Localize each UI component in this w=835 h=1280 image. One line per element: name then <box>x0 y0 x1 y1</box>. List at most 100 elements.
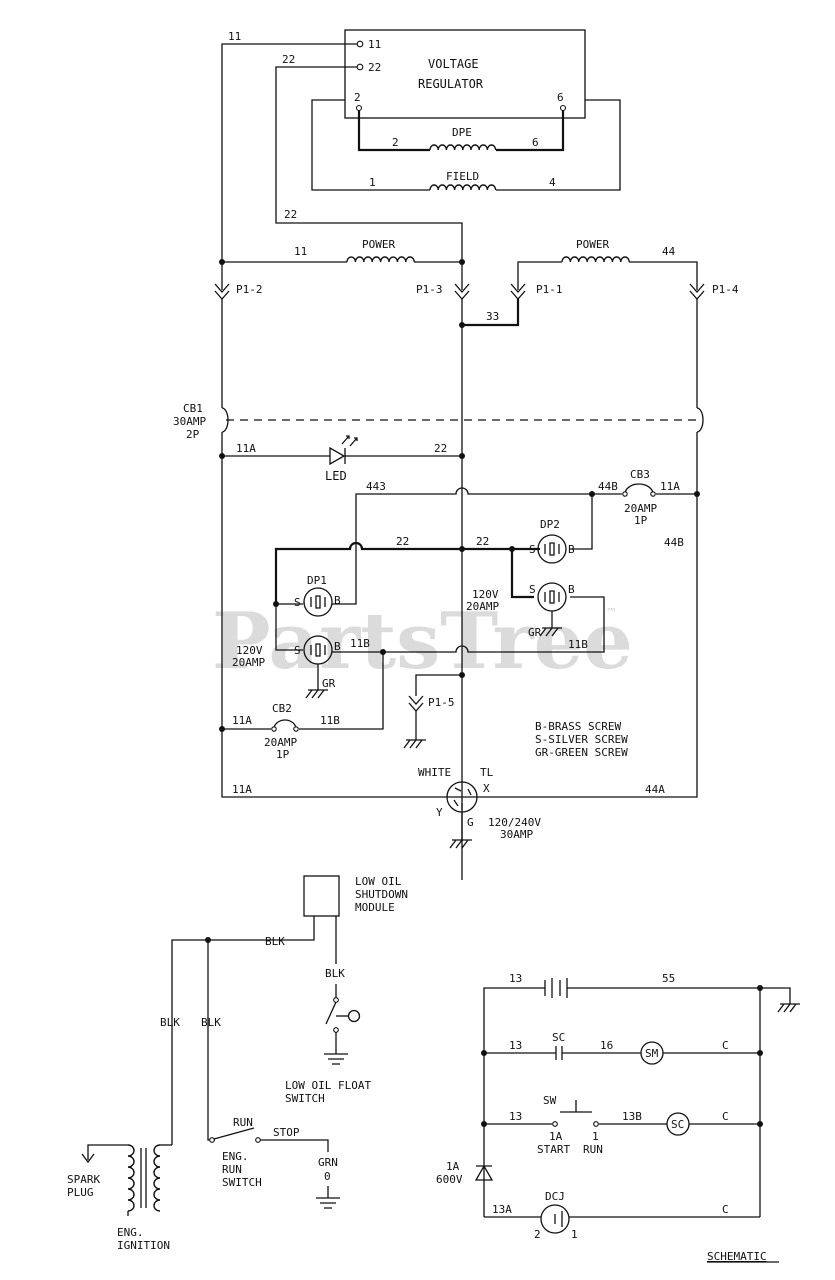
wire-22-bus-label: 22 <box>396 535 409 548</box>
terminal-2 <box>355 104 363 112</box>
regulator-label-1: VOLTAGE <box>428 57 479 71</box>
diode-label-2: 600V <box>436 1173 463 1186</box>
start-label: START <box>537 1143 570 1156</box>
p1-1-label: P1-1 <box>536 283 563 296</box>
junction-dot <box>757 985 763 991</box>
dp2-b2-label: B <box>568 583 575 596</box>
dp2-b-label: B <box>568 543 575 556</box>
watermark: PartsTree <box>212 596 633 687</box>
twistlock-x-label: X <box>483 782 490 795</box>
start-switch-terminal <box>552 1121 558 1127</box>
p1-5-label: P1-5 <box>428 696 455 709</box>
ignition-secondary-coil <box>153 1144 161 1212</box>
led-rays <box>341 435 358 447</box>
wire-11b <box>332 596 605 653</box>
run-switch-label-3: SWITCH <box>222 1176 262 1189</box>
wire-22-bus <box>274 541 540 604</box>
wire-44b-dp2 <box>570 494 593 550</box>
cb3-terminal <box>650 491 656 497</box>
run-switch-terminal <box>209 1137 215 1143</box>
wire-6-label: 6 <box>532 136 539 149</box>
stop-label: STOP <box>273 1126 300 1139</box>
wire-blk-coil <box>171 916 315 1145</box>
sc-contact-label: SC <box>552 1031 565 1044</box>
float-switch-blade <box>325 1001 337 1025</box>
regulator-terminal-22 <box>356 63 364 71</box>
junction-dot <box>757 1121 763 1127</box>
wire-dpe-2 <box>357 108 430 152</box>
junction-dot <box>219 259 225 265</box>
junction-dot <box>459 259 465 265</box>
wire-2-label: 2 <box>392 136 399 149</box>
regulator-label-2: REGULATOR <box>418 77 484 91</box>
grn-zero-label: 0 <box>324 1170 331 1183</box>
junction-dot <box>459 322 465 328</box>
wire-22-top-label: 22 <box>282 53 295 66</box>
field-label: FIELD <box>446 170 479 183</box>
blk-label-mid: BLK <box>201 1016 221 1029</box>
dp2-ground <box>539 627 562 637</box>
junction-dot <box>459 453 465 459</box>
run-label-starter: RUN <box>583 1143 603 1156</box>
regulator-terminal-6-label: 6 <box>557 91 564 104</box>
wire-33-power <box>517 261 562 290</box>
float-switch-label-1: LOW OIL FLOAT <box>285 1079 371 1092</box>
power-2-label: POWER <box>576 238 609 251</box>
cb3-label: CB3 <box>630 468 650 481</box>
dcj-connector <box>540 1204 570 1234</box>
wire-11a-bottom-label: 11A <box>232 783 252 796</box>
wire-13-sw-label: 13 <box>509 1110 522 1123</box>
battery-symbol <box>544 978 568 998</box>
cb2-arc <box>273 719 297 730</box>
cb1-label: CB1 <box>183 402 203 415</box>
regulator-terminal-11-label: 11 <box>368 38 381 51</box>
cb2-terminal <box>271 726 277 732</box>
wire-22-bus-label-2: 22 <box>476 535 489 548</box>
spark-plug-label-1: SPARK <box>67 1173 100 1186</box>
wire-44b-label: 44B <box>598 480 618 493</box>
dpe-label: DPE <box>452 126 472 139</box>
wire-dpe-6 <box>496 108 565 152</box>
twistlock-voltage: 120/240V <box>488 816 541 829</box>
wire-dp1-b-443 <box>332 549 357 605</box>
low-oil-module-label-2: SHUTDOWN <box>355 888 408 901</box>
dp1-s2-label: S <box>294 644 301 657</box>
wire-22-regulator <box>275 66 463 290</box>
twistlock-white-label: WHITE <box>418 766 451 779</box>
blk-label-top: BLK <box>265 935 285 948</box>
twistlock-ground <box>449 812 472 849</box>
led-symbol <box>329 446 346 466</box>
run-switch-label-2: RUN <box>222 1163 242 1176</box>
dcj-pins <box>554 1211 563 1227</box>
legend-silver: S-SILVER SCREW <box>535 733 628 746</box>
wire-55-label: 55 <box>662 972 675 985</box>
junction-dot <box>757 1050 763 1056</box>
wire-55 <box>567 987 761 1217</box>
run-switch-blade <box>213 1127 255 1140</box>
float-terminal <box>333 997 339 1003</box>
dp1-gr-label: GR <box>322 677 336 690</box>
wire-33 <box>462 298 520 327</box>
cb3-terminal <box>622 491 628 497</box>
wire-44-power <box>629 261 698 290</box>
dp2-s-label: S <box>529 543 536 556</box>
cb3-rating: 20AMP <box>624 502 657 515</box>
dp2-amps: 20AMP <box>466 600 499 613</box>
blk-label-float: BLK <box>325 967 345 980</box>
cb3-arc <box>624 483 654 495</box>
power-1-label: POWER <box>362 238 395 251</box>
dp1-voltage: 120V <box>236 644 263 657</box>
cb1-poles: 2P <box>186 428 200 441</box>
low-oil-module-label-3: MODULE <box>355 901 395 914</box>
dp2-voltage: 120V <box>472 588 499 601</box>
wire-16-label: 16 <box>600 1039 613 1052</box>
wire-field-1 <box>311 99 430 191</box>
wire-22-led-label: 22 <box>434 442 447 455</box>
start-switch-label: SW <box>543 1094 557 1107</box>
dp1-b2-label: B <box>334 640 341 653</box>
cb2-label: CB2 <box>272 702 292 715</box>
dp1-label: DP1 <box>307 574 327 587</box>
dp2-label: DP2 <box>540 518 560 531</box>
cb2-rating: 20AMP <box>264 736 297 749</box>
